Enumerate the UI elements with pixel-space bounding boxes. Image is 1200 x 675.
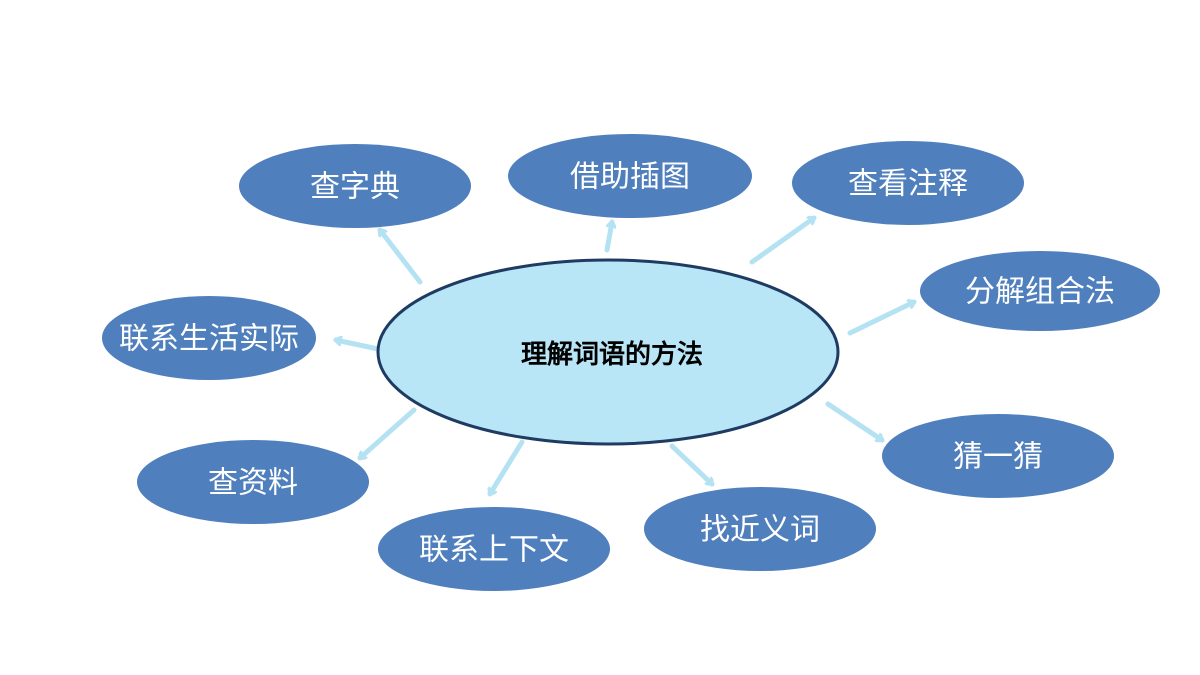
arrow-cai-yi-cai	[825, 401, 885, 443]
method-label-fenjie-zuhe: 分解组合法	[965, 275, 1115, 310]
arrow-chakan-zhushi	[749, 215, 817, 265]
method-ellipse-chakan-zhushi	[792, 141, 1024, 225]
method-ellipse-zhao-jinyici	[644, 487, 876, 571]
arrows-layer	[333, 215, 917, 497]
method-node-jiezhu-chatu: 借助插图	[508, 134, 752, 218]
method-label-jiezhu-chatu: 借助插图	[570, 160, 690, 195]
center-label: 理解词语的方法	[521, 339, 703, 370]
method-label-cai-yi-cai: 猜一猜	[953, 440, 1043, 475]
method-label-chakan-zhushi: 查看注释	[848, 167, 968, 202]
method-ellipse-cha-ziliao	[137, 440, 369, 524]
method-label-zhao-jinyici: 找近义词	[700, 513, 820, 548]
method-ellipse-lianxi-shenghuo	[102, 296, 316, 380]
arrow-lianxi-shenghuo	[333, 340, 381, 352]
arrow-fenjie-zuhe	[847, 302, 917, 336]
method-node-fenjie-zuhe: 分解组合法	[920, 251, 1160, 331]
method-node-zhao-jinyici: 找近义词	[644, 487, 876, 571]
method-label-lianxi-shangxiawen: 联系上下文	[419, 533, 569, 568]
method-ellipse-cha-zidian	[239, 144, 471, 228]
method-node-lianxi-shangxiawen: 联系上下文	[378, 507, 610, 591]
method-label-cha-ziliao: 查资料	[208, 466, 298, 501]
method-ellipse-jiezhu-chatu	[508, 134, 752, 218]
method-ellipse-lianxi-shangxiawen	[378, 507, 610, 591]
method-node-cha-ziliao: 查资料	[137, 440, 369, 524]
method-ellipse-fenjie-zuhe	[920, 251, 1160, 331]
method-ellipse-cai-yi-cai	[882, 414, 1114, 498]
method-node-lianxi-shenghuo: 联系生活实际	[102, 296, 316, 380]
method-node-cha-zidian: 查字典	[239, 144, 471, 228]
center-node: 理解词语的方法	[376, 258, 840, 446]
method-label-cha-zidian: 查字典	[310, 170, 400, 205]
method-label-lianxi-shenghuo: 联系生活实际	[119, 322, 299, 357]
method-node-chakan-zhushi: 查看注释	[792, 141, 1024, 225]
arrow-jiezhu-chatu	[604, 219, 612, 253]
arrow-zhao-jinyici	[669, 443, 715, 487]
arrow-cha-ziliao	[357, 407, 417, 461]
center-ellipse	[376, 258, 840, 446]
arrow-cha-zidian	[377, 227, 423, 285]
arrow-lianxi-shangxiawen	[490, 439, 525, 497]
method-node-cai-yi-cai: 猜一猜	[882, 414, 1114, 498]
